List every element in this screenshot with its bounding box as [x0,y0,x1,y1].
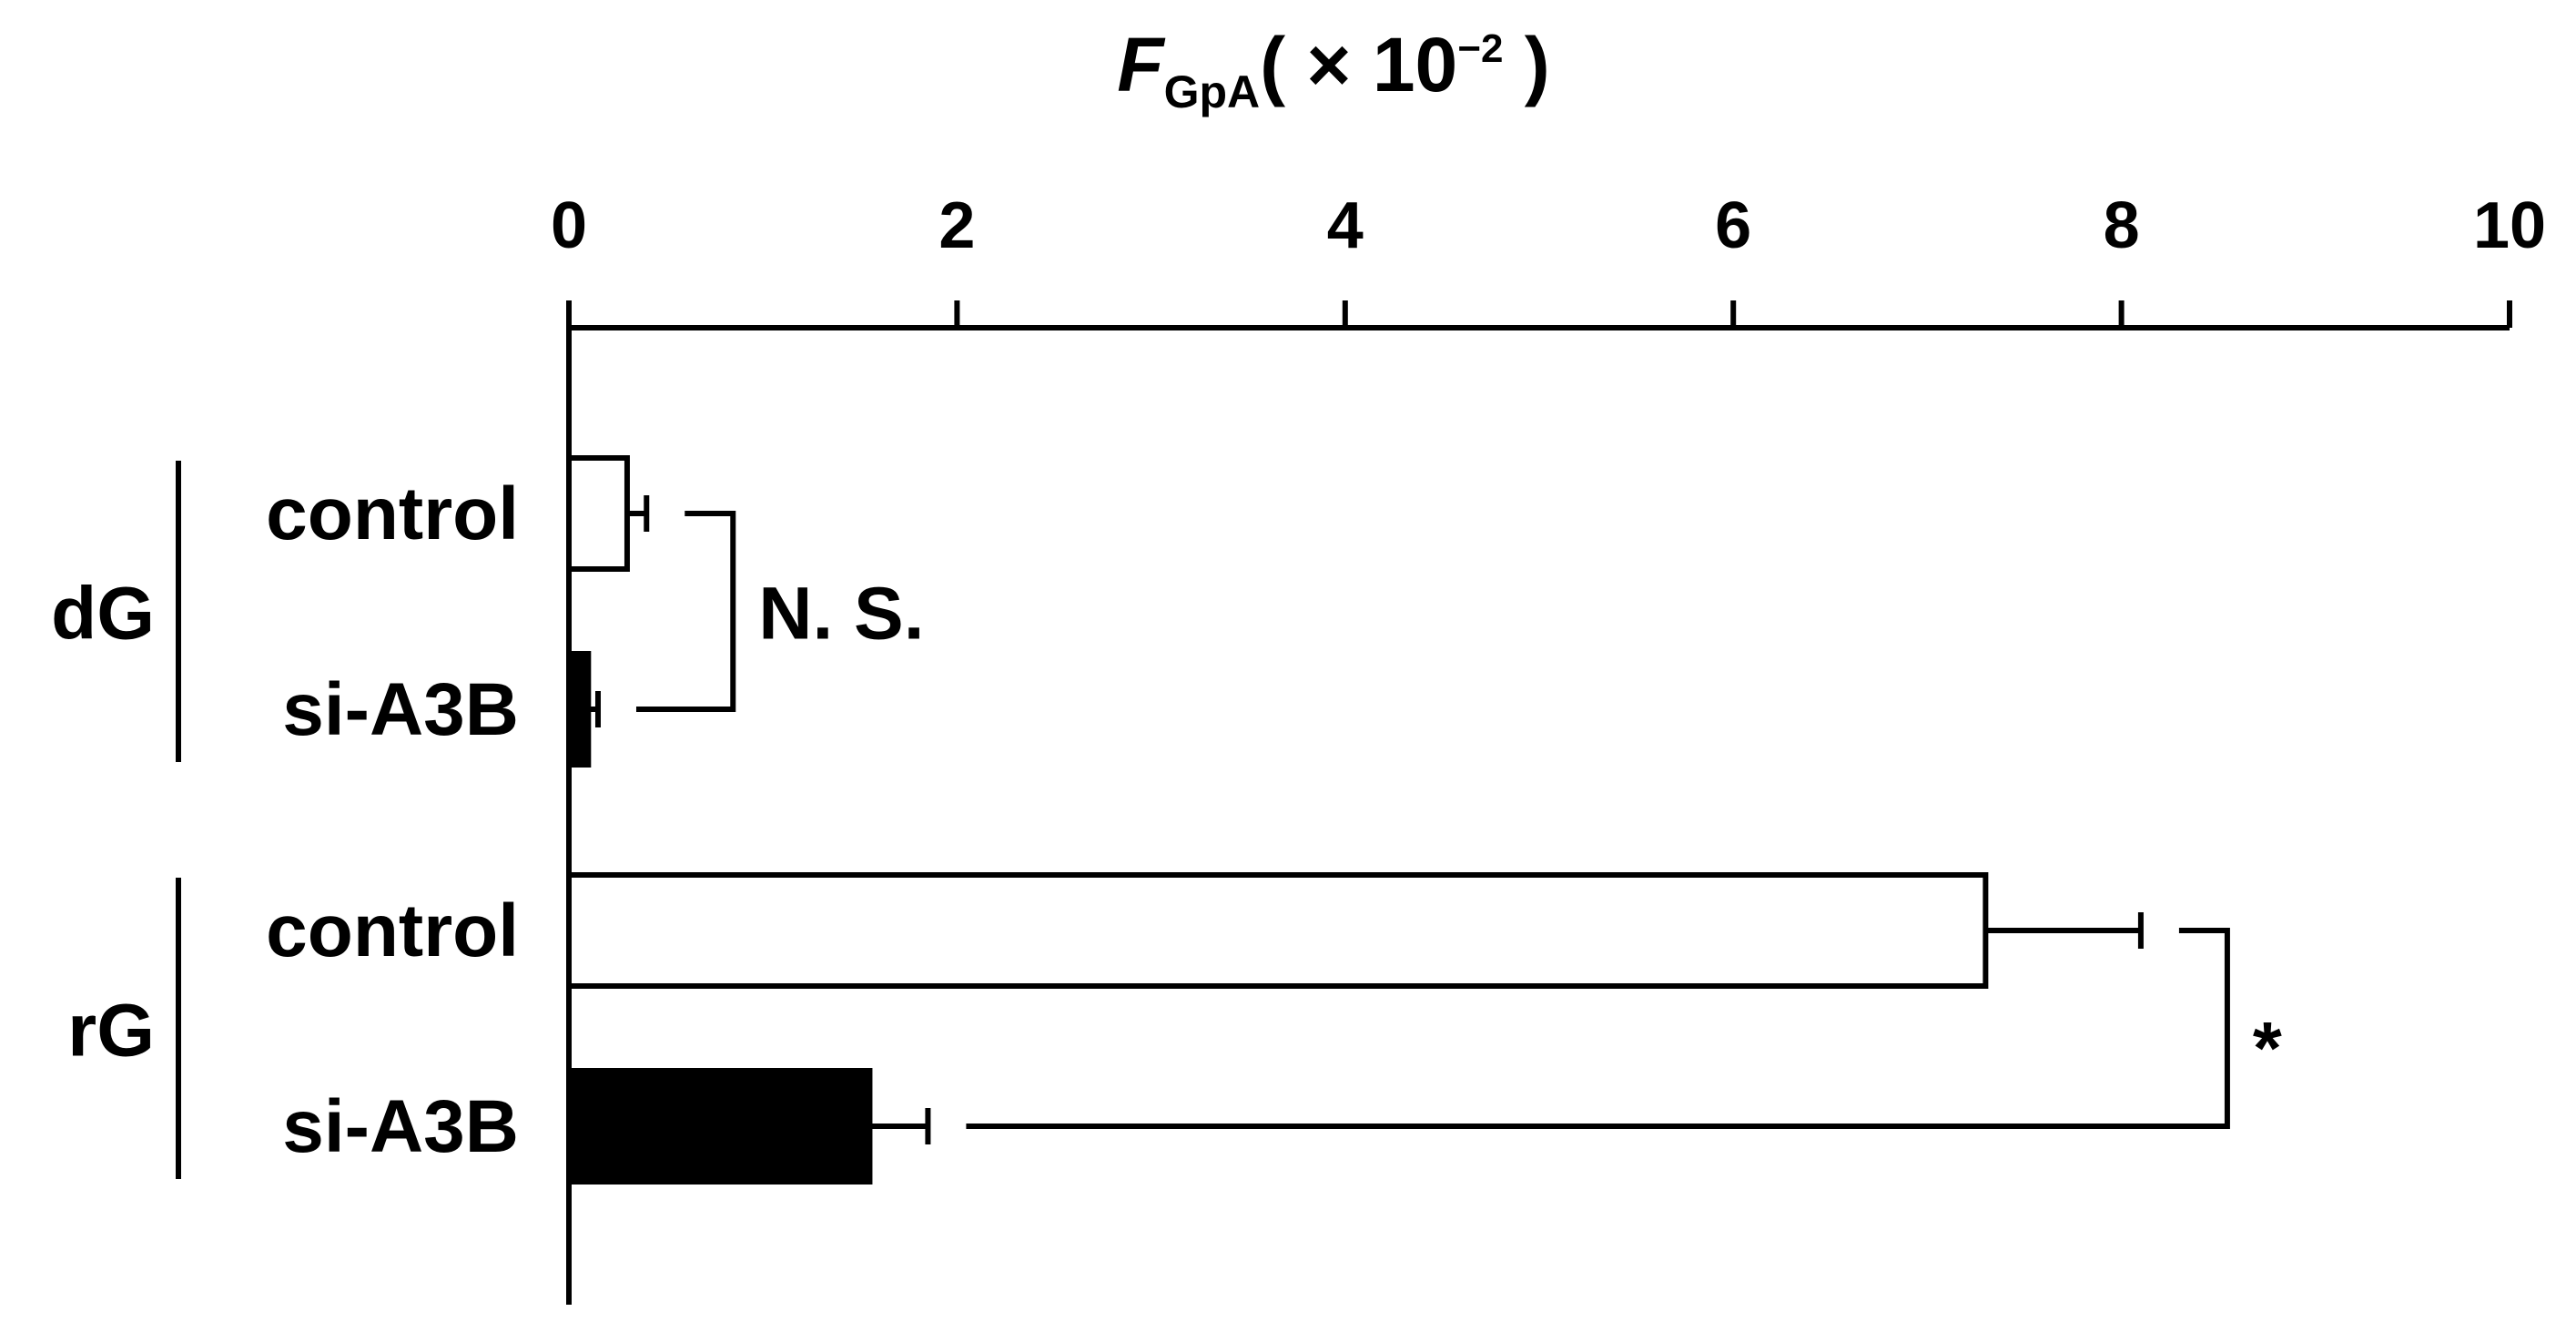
significance-bracket [966,928,2230,1129]
bar [566,455,630,572]
bar [566,1068,873,1185]
group-label: rG [67,990,155,1073]
x-tick-label: 10 [2473,189,2546,262]
significance-bracket [635,511,736,712]
x-tick-label: 4 [1327,189,1364,262]
category-label: si-A3B [282,668,519,751]
axis-layer [176,300,2512,1305]
axis-title-prefix: ( × 10 [1260,22,1457,107]
bars-layer [566,455,2230,1185]
x-axis-title: FGpA( × 10−2 ) [1117,22,1549,117]
x-tick-label: 2 [938,189,975,262]
axis-title-subscript: GpA [1164,66,1261,117]
category-label: si-A3B [282,1085,519,1168]
x-tick-label: 6 [1715,189,1751,262]
bar [566,651,592,768]
x-tick-label: 0 [551,189,587,262]
axis-title-main: F [1117,22,1166,107]
group-label: dG [51,573,155,656]
axis-title-superscript: −2 [1457,26,1503,71]
axis-title-suffix: ) [1503,22,1549,107]
category-label: control [266,473,519,555]
category-label: control [266,890,519,972]
bar [566,872,1989,989]
significance-label: N. S. [758,573,924,656]
labels-layer: 0 2 4 6 8 10 control si-A3B dG N. S. control si-A3B… [51,189,2546,1168]
significance-label: * [2253,1008,2282,1091]
x-tick-label: 8 [2104,189,2140,262]
